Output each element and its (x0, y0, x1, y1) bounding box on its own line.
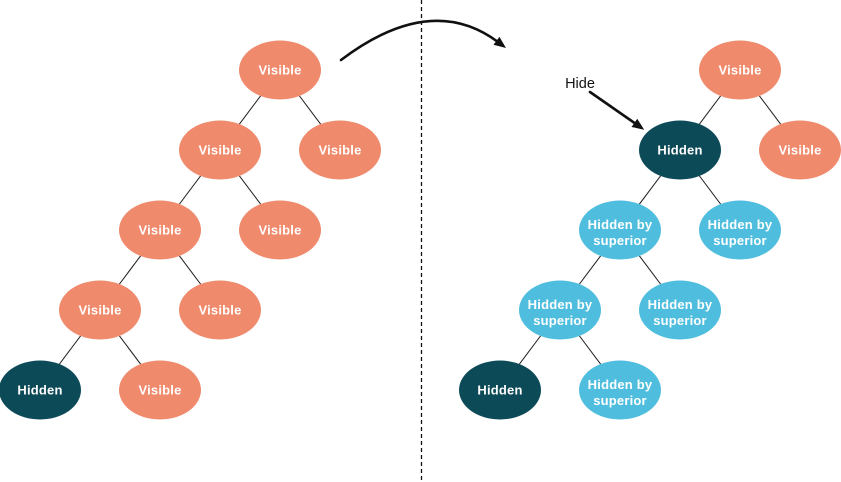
node-label: Visible (198, 303, 241, 318)
node-ellipse (119, 200, 201, 260)
node-ellipse (579, 360, 661, 420)
tree-node-visible: Visible (239, 200, 321, 260)
hide-annotation: Hide (565, 76, 645, 130)
hide-action-arrow (588, 90, 645, 130)
node-label: Hidden (657, 143, 702, 158)
node-ellipse (639, 120, 721, 180)
tree-node-visible: Visible (699, 40, 781, 100)
node-ellipse (179, 280, 261, 340)
node-ellipse (759, 120, 841, 180)
node-label: Visible (78, 303, 121, 318)
node-label: Hidden (17, 383, 62, 398)
tree-node-visible: Visible (179, 120, 261, 180)
node-ellipse (699, 40, 781, 100)
tree-node-visible: Visible (759, 120, 841, 180)
tree-node-hidden: Hidden (639, 120, 721, 180)
node-label: Visible (778, 143, 821, 158)
tree-node-visible: Visible (119, 200, 201, 260)
node-ellipse (119, 360, 201, 420)
tree-node-visible: Visible (179, 280, 261, 340)
tree-node-visible: Visible (299, 120, 381, 180)
node-label: Visible (258, 63, 301, 78)
node-ellipse (239, 40, 321, 100)
node-ellipse (0, 360, 81, 420)
node-ellipse (179, 120, 261, 180)
before-to-after-arrow (339, 19, 507, 62)
node-label: Visible (198, 143, 241, 158)
node-ellipse (639, 280, 721, 340)
tree-node-visible: Visible (59, 280, 141, 340)
node-ellipse (699, 200, 781, 260)
node-ellipse (579, 200, 661, 260)
tree-node-visible: Visible (239, 40, 321, 100)
node-label: Hidden (477, 383, 522, 398)
node-label: Visible (138, 383, 181, 398)
node-label: Visible (718, 63, 761, 78)
tree-node-hidden: Hidden (0, 360, 81, 420)
node-label: Visible (258, 223, 301, 238)
node-label: Visible (138, 223, 181, 238)
node-ellipse (459, 360, 541, 420)
hide-label: Hide (565, 76, 595, 92)
node-ellipse (519, 280, 601, 340)
tree-node-hidden: Hidden (459, 360, 541, 420)
tree-node-visible: Visible (119, 360, 201, 420)
node-ellipse (299, 120, 381, 180)
node-ellipse (59, 280, 141, 340)
node-label: Visible (318, 143, 361, 158)
node-ellipse (239, 200, 321, 260)
